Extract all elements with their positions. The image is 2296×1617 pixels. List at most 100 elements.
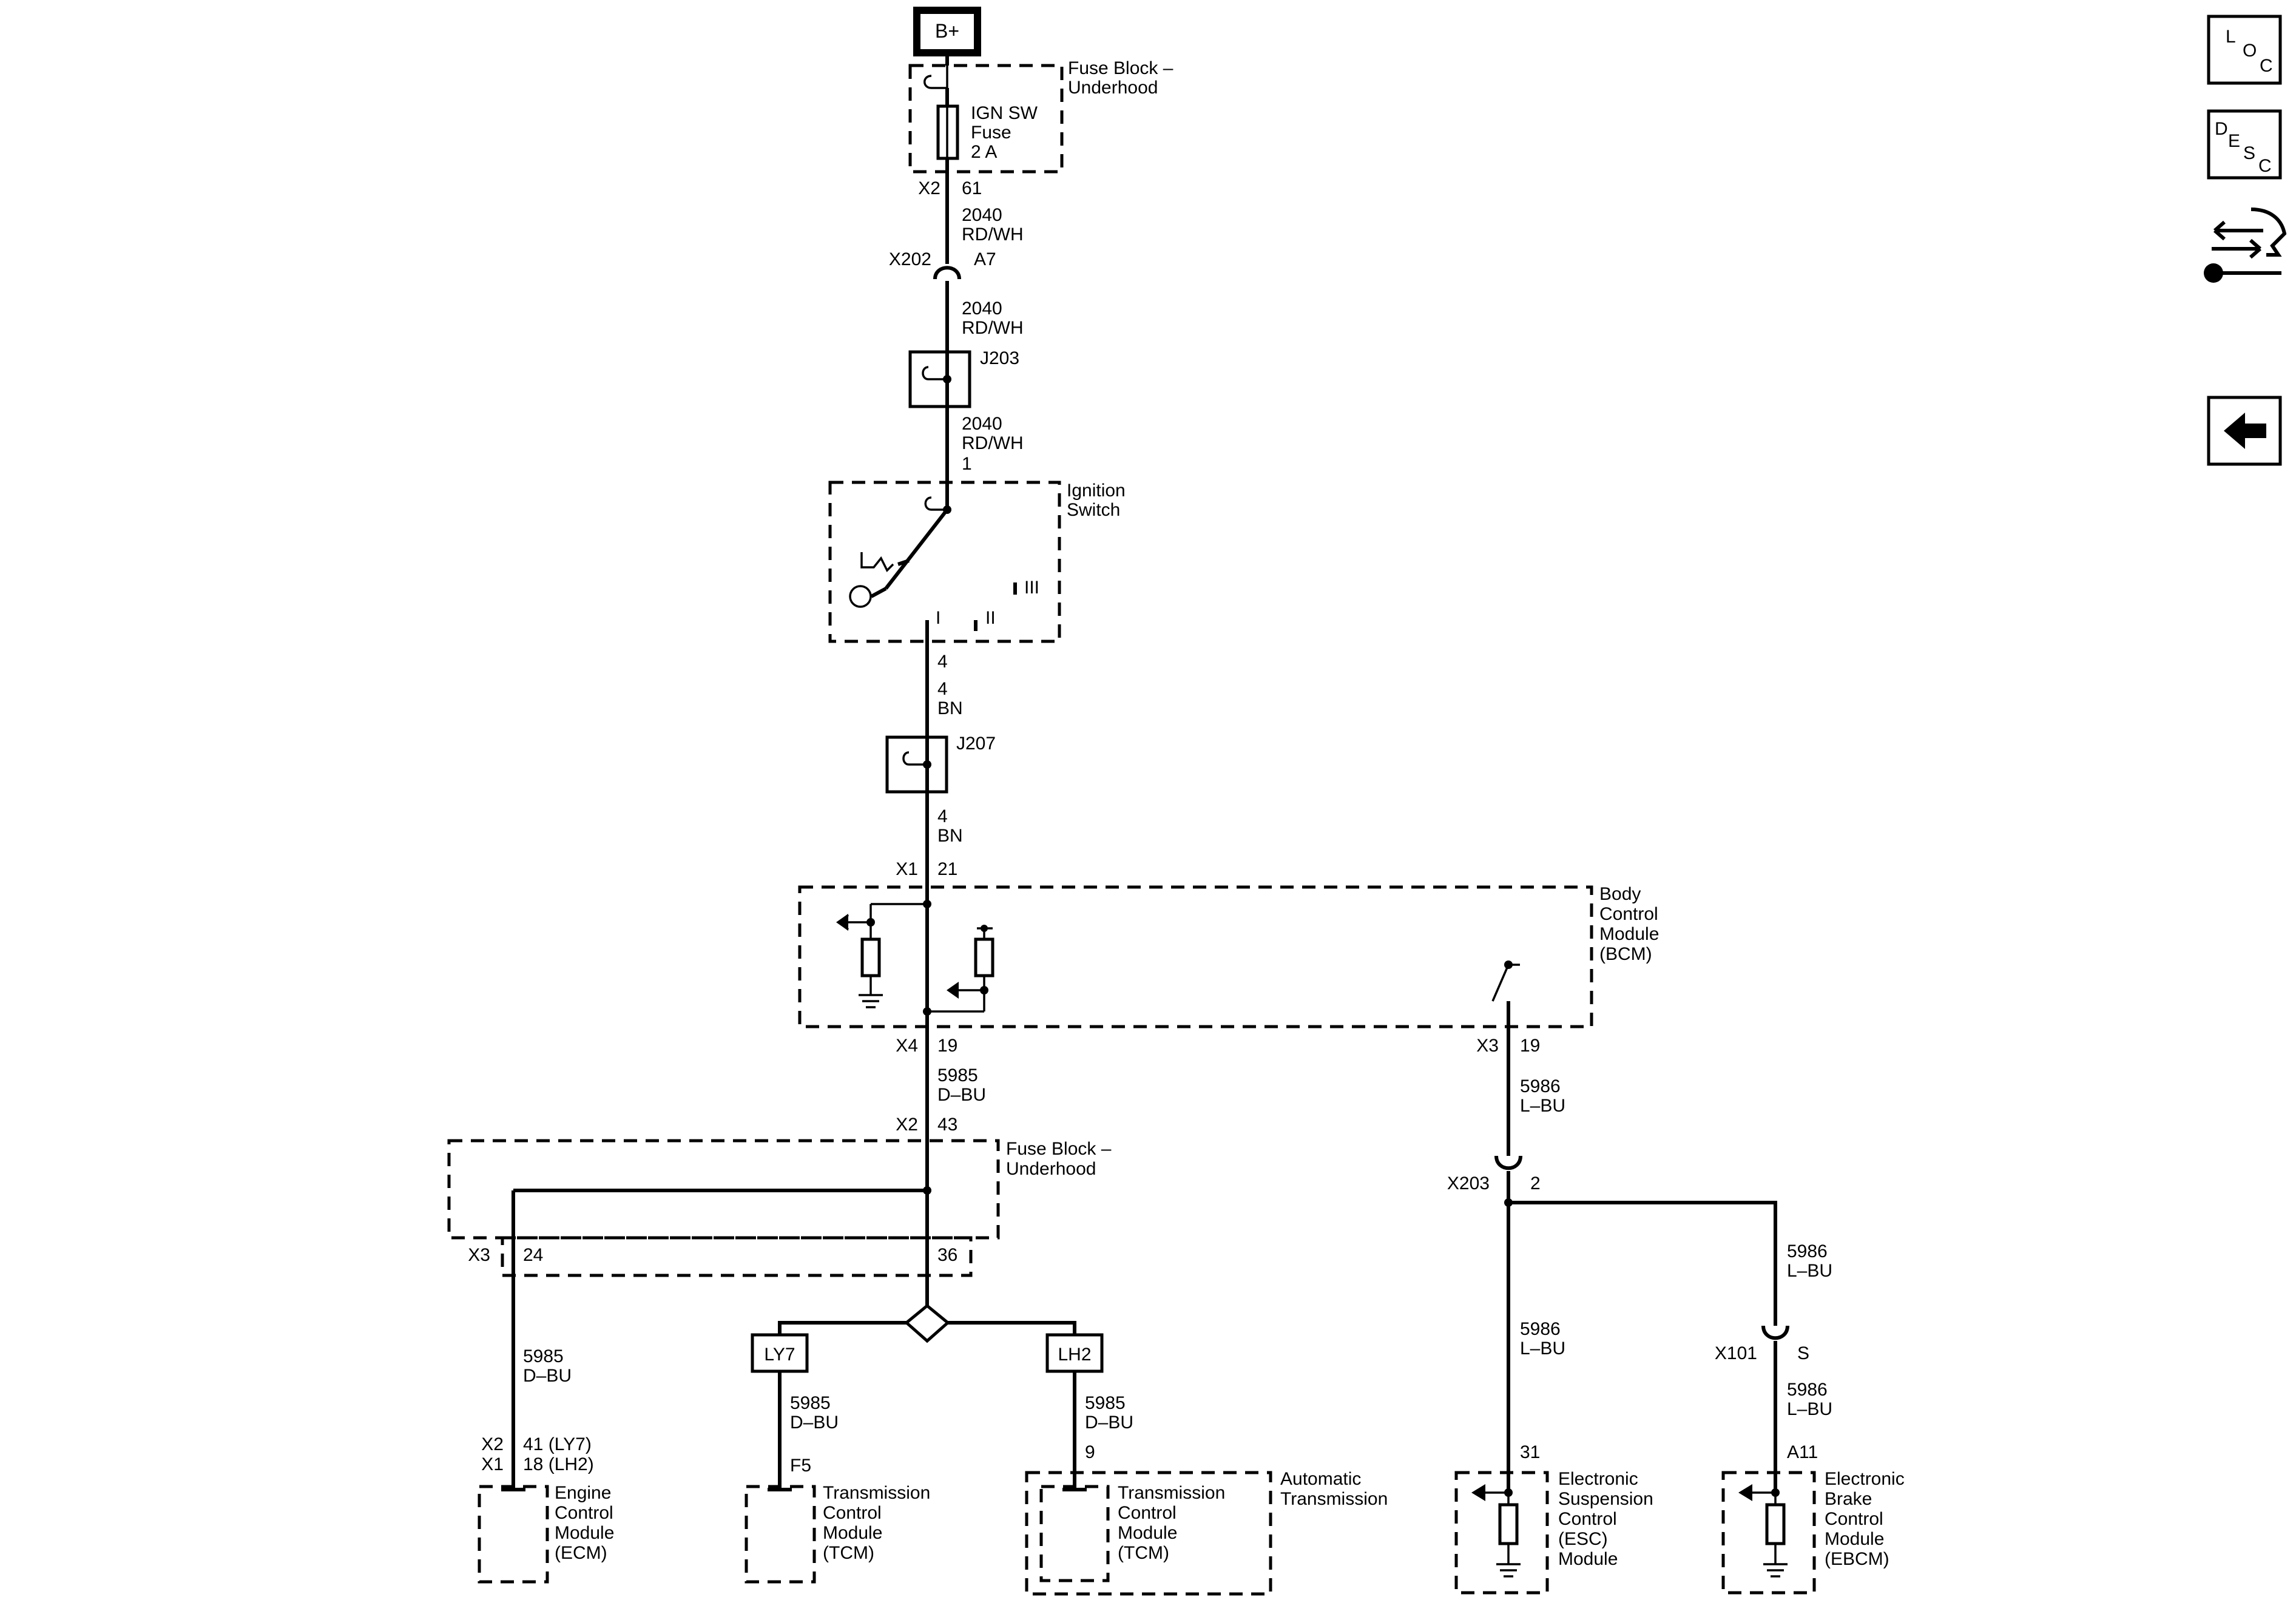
label-wire-5986-circuit: 5986 — [1787, 1241, 1828, 1261]
label-fuse-block-top-title-line2: Underhood — [1068, 78, 1158, 98]
label-fuse-block-bottom-title-line2: Underhood — [1006, 1159, 1096, 1179]
transmission-control-module-ly7: Transmission Control Module (TCM) — [745, 1483, 930, 1584]
label-tcm-lh2-pin: 9 — [1085, 1442, 1095, 1462]
location-button[interactable]: L O C — [2207, 15, 2282, 85]
label-bcm-title-line4: (BCM) — [1599, 944, 1652, 964]
label-fuse-block-bottom-out-conn: X3 — [468, 1245, 490, 1265]
label-wire-5985-circuit: 5985 — [523, 1346, 564, 1366]
label-wire-5986-color: L–BU — [1787, 1261, 1832, 1281]
option-lh2-badge: LH2 — [1045, 1333, 1104, 1373]
electronic-brake-control-module: Electronic Brake Control Module (EBCM) — [1721, 1469, 1905, 1595]
label-tcm-ly7-title-line2: Control — [823, 1503, 882, 1523]
label-wire-2040-color: RD/WH — [962, 224, 1024, 245]
label-nav-loc-l: L — [2226, 27, 2236, 47]
label-tcm-lh2-title-line2: Control — [1118, 1503, 1177, 1523]
label-fuse-block-bottom-in-pin: 43 — [937, 1115, 957, 1135]
label-tcm-lh2-title-line3: Module — [1118, 1523, 1177, 1543]
label-bcm-out2-conn: X3 — [1476, 1036, 1499, 1056]
label-wire-5985-color: D–BU — [937, 1085, 986, 1105]
connector-x203: X203 2 — [1447, 1141, 1541, 1193]
label-fuse-block-top-title-line1: Fuse Block – — [1068, 58, 1173, 78]
label-tcm-lh2-title-line1: Transmission — [1118, 1483, 1225, 1503]
label-fuse-block-top-fuse-line2: Fuse — [971, 123, 1011, 143]
label-esc-pin: 31 — [1520, 1442, 1540, 1462]
splice-j207: J207 — [885, 734, 996, 794]
label-x202-conn: X202 — [889, 249, 931, 269]
label-tcm-lh2-group-line2: Transmission — [1280, 1489, 1388, 1509]
automatic-transmission-assembly: Automatic Transmission — [1025, 1469, 1388, 1596]
back-button[interactable] — [2207, 396, 2282, 466]
label-options-lh2: LH2 — [1058, 1345, 1091, 1365]
label-wire-2040-circuit: 2040 — [962, 414, 1002, 434]
label-ignition-pos3: III — [1024, 578, 1039, 598]
label-ignition-pos2: II — [985, 608, 996, 628]
label-ecm-conn2: X1 — [481, 1454, 504, 1474]
label-wire-5985-circuit: 5985 — [937, 1065, 978, 1085]
label-nav-desc-e: E — [2228, 131, 2240, 151]
label-x101-pin: S — [1797, 1343, 1809, 1363]
label-wire-4-circuit: 4 — [937, 806, 948, 826]
label-fuse-block-top-pin: 61 — [962, 178, 982, 198]
label-bcm-out2-pin: 19 — [1520, 1036, 1540, 1056]
description-button[interactable]: D E S C — [2207, 109, 2282, 180]
option-ly7-badge: LY7 — [751, 1333, 809, 1373]
label-wire-5985-circuit: 5985 — [790, 1393, 831, 1413]
label-esc-title-line5: Module — [1558, 1549, 1618, 1569]
label-ebcm-title-line3: Control — [1825, 1509, 1883, 1529]
label-esc-title-line3: Control — [1558, 1509, 1617, 1529]
swap-arrows-wrench-icon[interactable] — [2204, 208, 2287, 283]
label-esc-title-line4: (ESC) — [1558, 1529, 1608, 1549]
label-wire-5985-color: D–BU — [790, 1413, 839, 1433]
label-ecm-title-line2: Control — [555, 1503, 613, 1523]
label-bcm-title-line2: Control — [1599, 904, 1658, 924]
label-x203-conn: X203 — [1447, 1173, 1490, 1193]
label-bcm-in-conn: X1 — [896, 859, 918, 879]
label-ignition-title-line2: Switch — [1067, 500, 1120, 520]
label-x202-pin: A7 — [974, 249, 996, 269]
option-split-diamond — [904, 1303, 950, 1343]
label-x101-conn: X101 — [1715, 1343, 1757, 1363]
label-bcm-out-pin: 19 — [937, 1036, 957, 1056]
electronic-suspension-control-module: Electronic Suspension Control (ESC) Modu… — [1454, 1469, 1653, 1595]
label-ecm-conn1: X2 — [481, 1434, 504, 1454]
label-ebcm-title-line4: Module — [1825, 1529, 1884, 1549]
label-supply-label: B+ — [935, 20, 959, 42]
label-options-ly7: LY7 — [764, 1345, 795, 1365]
fuse-block-underhood-bottom: Fuse Block – Underhood X3 24 36 — [447, 1139, 1112, 1277]
label-bcm-title-line3: Module — [1599, 924, 1659, 944]
label-nav-desc-c: C — [2258, 156, 2272, 176]
connector-x101: X101 S — [1715, 1311, 1809, 1363]
body-control-module: Body Control Module (BCM) — [798, 884, 1659, 1028]
label-ignition-out-pin: 4 — [937, 652, 948, 672]
label-fuse-block-top-fuse-line3: 2 A — [971, 142, 997, 162]
label-bcm-in-pin: 21 — [937, 859, 957, 879]
label-ecm-title-line1: Engine — [555, 1483, 611, 1503]
label-tcm-ly7-title-line1: Transmission — [823, 1483, 930, 1503]
label-nav-desc-s: S — [2243, 143, 2255, 163]
label-fuse-block-bottom-pin-right: 36 — [937, 1245, 957, 1265]
label-ecm-pin1: 41 (LY7) — [523, 1434, 592, 1454]
label-ebcm-title-line2: Brake — [1825, 1489, 1872, 1509]
label-wire-4-color: BN — [937, 698, 963, 718]
label-wire-2040-color: RD/WH — [962, 318, 1024, 338]
label-x203-pin: 2 — [1530, 1173, 1541, 1193]
label-nav-loc-c: C — [2260, 56, 2273, 76]
label-fuse-block-bottom-in-conn: X2 — [896, 1115, 918, 1135]
label-wire-4-circuit: 4 — [937, 679, 948, 699]
label-ebcm-title-line1: Electronic — [1825, 1469, 1905, 1489]
label-nav-loc-o: O — [2243, 41, 2257, 61]
label-esc-title-line2: Suspension — [1558, 1489, 1653, 1509]
label-wire-4-color: BN — [937, 826, 963, 846]
battery-supply: B+ — [913, 7, 981, 56]
label-fuse-block-top-fuse-line1: IGN SW — [971, 103, 1038, 123]
label-ecm-title-line4: (ECM) — [555, 1543, 607, 1563]
label-tcm-ly7-title-line4: (TCM) — [823, 1543, 874, 1563]
fuse-block-underhood-top: Fuse Block – Underhood IGN SW Fuse 2 A X… — [908, 58, 1173, 198]
label-wire-5986-circuit: 5986 — [1787, 1380, 1828, 1400]
label-ebcm-pin: A11 — [1787, 1442, 1818, 1462]
label-ecm-pin2: 18 (LH2) — [523, 1454, 594, 1474]
label-bcm-title-line1: Body — [1599, 884, 1641, 904]
label-wire-5986-color: L–BU — [1520, 1096, 1565, 1116]
back-arrow-icon — [2224, 413, 2266, 449]
